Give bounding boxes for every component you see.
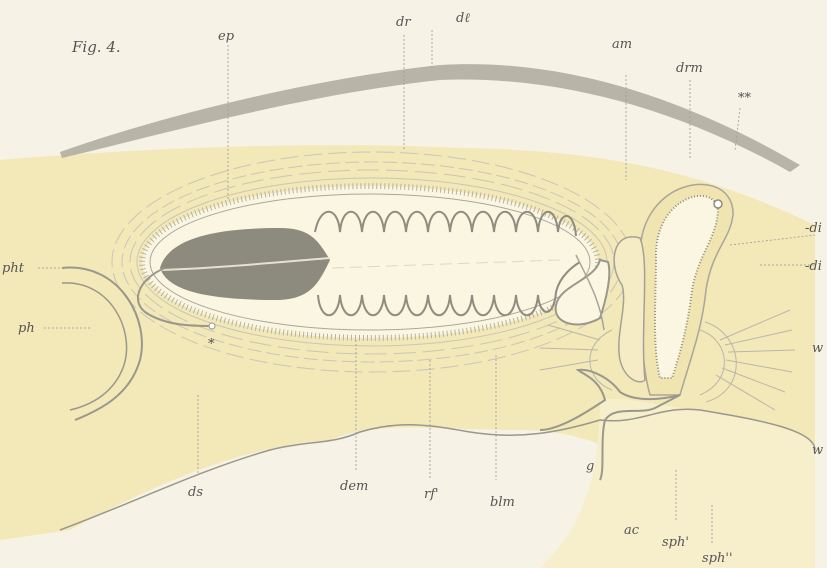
label-ph: ph [18, 321, 35, 336]
label-dl: dℓ [456, 11, 470, 26]
label-d2: -di [805, 259, 822, 274]
label-ac: ac [624, 523, 640, 538]
label-w1: w [812, 341, 823, 356]
label-sph2: sph'' [702, 551, 733, 566]
label-ep: ep [218, 29, 235, 44]
label-w2: w [812, 443, 823, 458]
label-g: g [586, 459, 594, 474]
label-star: * [208, 337, 215, 352]
label-pht: pht [2, 261, 25, 276]
label-dem: dem [340, 479, 368, 494]
label-am: am [612, 37, 632, 52]
label-ds: ds [188, 485, 203, 500]
label-double-star: ** [738, 91, 752, 106]
label-rf: rf' [424, 487, 439, 502]
label-sph1: sph' [662, 535, 689, 550]
label-d1: -di [805, 221, 822, 236]
label-drm: drm [676, 61, 703, 76]
figure-title: Fig. 4. [71, 38, 121, 56]
label-blm: blm [490, 495, 515, 510]
label-dr: dr [396, 15, 411, 30]
